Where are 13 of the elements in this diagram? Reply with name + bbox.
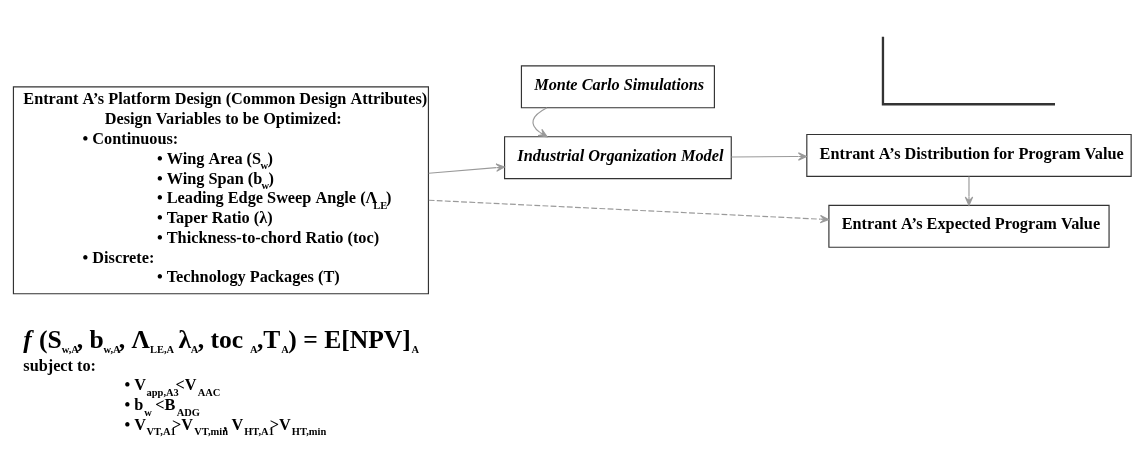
node-box: Monte Carlo Simulations [520,64,715,108]
arrow [428,162,506,174]
node-picture [881,36,1055,105]
node-box: Entrant A’s Distribution for Program Value [806,133,1132,177]
label: f (S$_{w,A}$, b$_{w,A}$, Λ$_{LE,A}$ λ$_{A}$, toc $_{A}$,T$_{A}$) = E[NPV]$_{A}$ [23,324,420,355]
arrow [532,106,548,137]
label: subject to: [23,356,97,375]
node-box: Entrant A’s Expected Program Value [828,204,1110,248]
arrow [964,175,974,206]
arrow [730,151,808,161]
label: • V$_{VT,A1}$>V$_{VT,min}$, V$_{HT,A1}$>V$_{HT,min}$ [124,415,327,437]
arrow [428,199,830,223]
node-box: Industrial Organization Model [504,135,732,179]
